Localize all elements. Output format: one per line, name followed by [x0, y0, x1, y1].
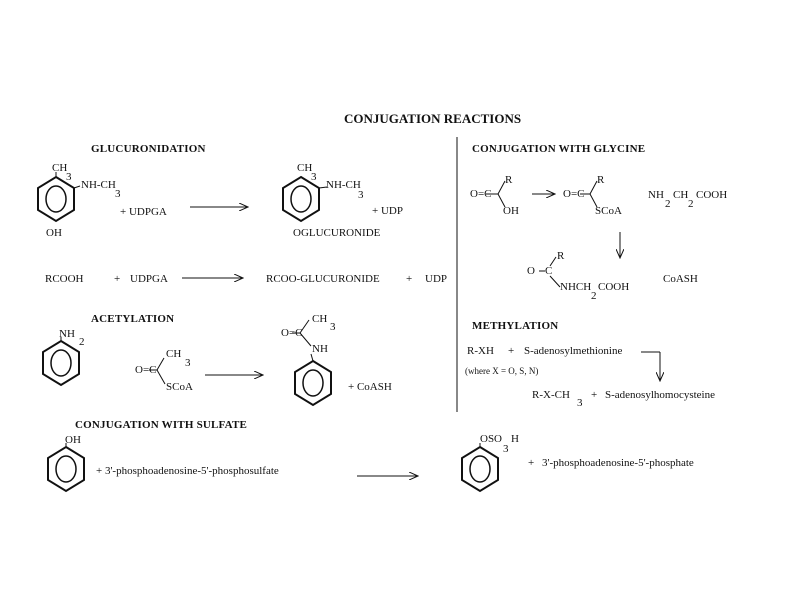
sulf-r-reagent: + 3'-phosphoadenosine-5'-phosphosulfate [96, 465, 279, 477]
gluc-r1-oh: OH [46, 227, 62, 239]
gly-glycine-ch: CH [673, 189, 689, 201]
benzene-ring-aniline [42, 337, 80, 387]
gluc-r1-nh: NH-CH [81, 179, 116, 191]
gly-glycine-sub2: 2 [688, 198, 694, 210]
gluc-r2-plus: + [114, 273, 121, 285]
sulf-p-sub: 3 [503, 443, 509, 455]
gly-i-r: R [597, 174, 605, 186]
section-header-glucuronidation: GLUCURONIDATION [91, 143, 206, 155]
meth-note: (where X = O, S, N) [465, 366, 539, 376]
glycine-product-bonds [539, 256, 561, 288]
gluc-p1-oglucuronide: OGLUCURONIDE [293, 227, 381, 239]
gluc-r2-reactant: RCOOH [45, 273, 84, 285]
gly-p-nh: NHCH [560, 281, 592, 293]
benzene-ring-phenol [47, 443, 85, 493]
gly-p-coash: CoASH [663, 273, 698, 285]
ace-p-sub: 3 [330, 321, 336, 333]
ace-reagent-ch: CH [166, 348, 182, 360]
meth-product-sub: 3 [577, 397, 583, 409]
benzene-ring-acetanilide [294, 359, 332, 407]
ace-r-nh: NH [59, 328, 75, 340]
sulf-r-oh: OH [65, 434, 81, 446]
section-header-methylation: METHYLATION [472, 320, 559, 332]
ace-p-ch: CH [312, 313, 328, 325]
gly-p-r: R [557, 250, 565, 262]
ace-p-byproduct: + CoASH [348, 381, 392, 393]
gluc-r2-reagent: UDPGA [130, 273, 168, 285]
gluc-r2-product: RCOO-GLUCURONIDE [266, 273, 380, 285]
sulf-p-h: H [511, 433, 519, 445]
glycine-intermediate-bonds [580, 180, 598, 208]
gluc-r1-ch-subscript: 3 [66, 171, 72, 183]
gly-i-scoa: SCoA [595, 205, 622, 217]
section-header-acetylation: ACETYLATION [91, 313, 175, 325]
gluc-p1-byproduct: + UDP [372, 205, 403, 217]
benzene-ring-phenyl-sulfate [461, 443, 499, 493]
gluc-p1-nh-subscript: 3 [358, 189, 364, 201]
gluc-p1-ch: CH [297, 162, 313, 174]
gluc-r1-ch: CH [52, 162, 68, 174]
gluc-r1-nh-subscript: 3 [115, 188, 121, 200]
gluc-r2-plus2: + [406, 273, 413, 285]
section-header-sulfate: CONJUGATION WITH SULFATE [75, 419, 248, 431]
gly-r-r: R [505, 174, 513, 186]
glycine-reactant-bonds [486, 180, 506, 208]
gly-glycine-cooh: COOH [696, 189, 728, 201]
ace-reagent-scoa: SCoA [166, 381, 193, 393]
gly-p-c: C [545, 265, 553, 277]
gluc-p1-nh: NH-CH [326, 179, 361, 191]
acetyl-coa-bonds [149, 357, 166, 385]
gly-r-oc: O=C [470, 188, 492, 200]
ace-r-sub: 2 [79, 336, 85, 348]
gly-r-oh: OH [503, 205, 519, 217]
benzene-ring-product-glucuronidation [282, 175, 328, 223]
meth-product: R-X-CH [532, 389, 570, 401]
sulf-p-oso: OSO [480, 433, 503, 445]
benzene-ring-reactant-glucuronidation [37, 172, 81, 223]
sulf-p-plus: + [528, 457, 535, 469]
gly-p-sub: 2 [591, 290, 597, 302]
gly-glycine-nh: NH [648, 189, 664, 201]
arrow-methylation [641, 351, 660, 381]
section-header-glycine: CONJUGATION WITH GLYCINE [472, 143, 646, 155]
gluc-r1-reagent: + UDPGA [120, 206, 167, 218]
meth-reactant: R-XH [467, 345, 494, 357]
ace-p-oc: O=C [281, 327, 303, 339]
sulf-p-byproduct: 3'-phosphoadenosine-5'-phosphate [542, 457, 694, 469]
gluc-r2-byproduct: UDP [425, 273, 448, 285]
meth-byproduct: S-adenosylhomocysteine [605, 389, 715, 401]
ace-reagent-oc: O=C [135, 364, 157, 376]
meth-plus2: + [591, 389, 598, 401]
gly-i-oc: O=C [563, 188, 585, 200]
gly-p-cooh: COOH [598, 281, 630, 293]
ace-p-nh: NH [312, 343, 328, 355]
ace-reagent-sub: 3 [185, 357, 191, 369]
acetanilide-bonds [292, 319, 314, 362]
gluc-p1-ch-subscript: 3 [311, 171, 317, 183]
meth-plus: + [508, 345, 515, 357]
gly-p-o: O [527, 265, 535, 277]
gly-glycine-sub1: 2 [665, 198, 671, 210]
page-title: CONJUGATION REACTIONS [344, 111, 522, 126]
meth-donor: S-adenosylmethionine [524, 345, 623, 357]
